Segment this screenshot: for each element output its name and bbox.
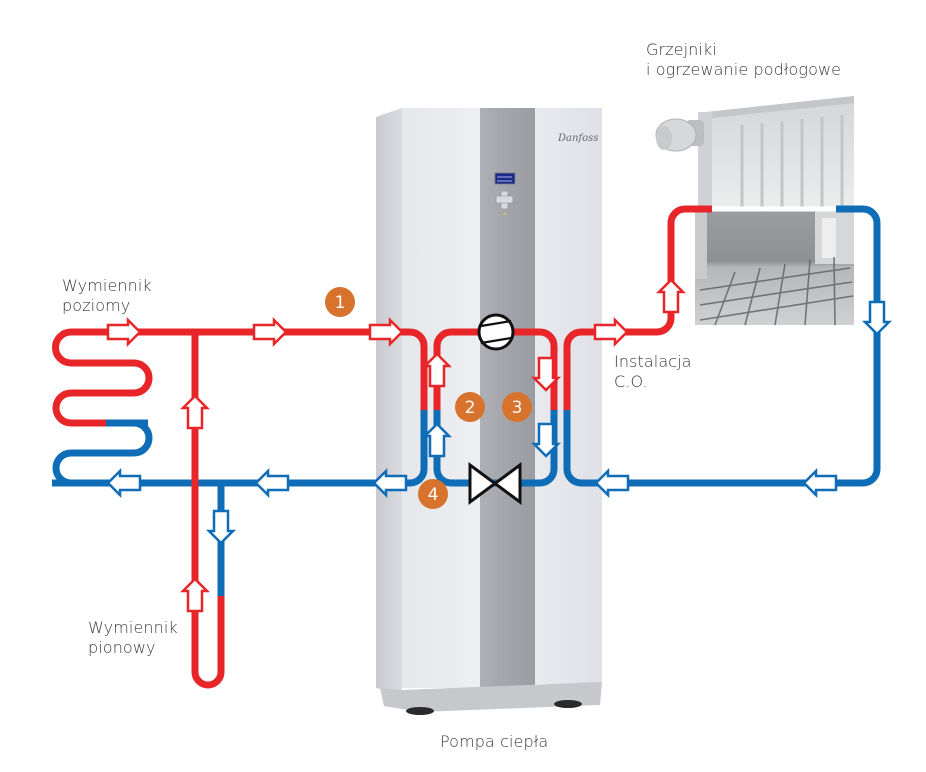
flow-arrow-left-icon <box>594 467 630 499</box>
label-radiators-line2: i ogrzewanie podłogowe <box>646 60 842 79</box>
expansion-valve-icon <box>468 462 522 505</box>
label-heat-pump: Pompa ciepła <box>440 732 548 752</box>
brand-logo: Danfoss <box>558 133 599 144</box>
thermostat-head-icon <box>655 118 704 152</box>
flow-arrow-left-icon <box>802 467 838 499</box>
floor-heating-photo <box>695 209 854 326</box>
label-vertical-line2: pionowy <box>88 638 156 657</box>
heat-pump-unit <box>376 108 602 715</box>
pump-control-buttons <box>495 190 514 210</box>
flow-arrow-right-icon <box>106 316 142 348</box>
flow-arrow-right-icon <box>252 316 288 348</box>
pump-status-led <box>503 212 507 216</box>
label-installation-line1: Instalacja <box>614 352 692 371</box>
label-vertical-exchanger: Wymiennik pionowy <box>88 618 178 658</box>
label-radiators-line1: Grzejniki <box>646 40 717 59</box>
flow-arrow-right-icon <box>593 316 629 348</box>
flow-arrow-left-icon <box>254 467 290 499</box>
badge-number: 3 <box>512 398 523 418</box>
badge-3: 3 <box>502 392 532 422</box>
badge-number: 4 <box>428 485 439 505</box>
pipe-heating-return <box>563 205 881 487</box>
flow-arrow-right-icon <box>368 316 404 348</box>
flow-arrow-up-icon <box>655 278 687 314</box>
pipe-serpentine-cold <box>52 419 153 487</box>
flow-arrow-up-icon <box>179 577 211 613</box>
pump-foot-right <box>554 700 582 708</box>
flow-arrow-up-icon <box>421 352 453 388</box>
pump-display-screen <box>494 172 516 185</box>
flow-arrow-up-icon <box>421 422 453 458</box>
label-horizontal-line1: Wymiennik <box>62 276 152 295</box>
flow-arrow-left-icon <box>372 467 408 499</box>
badge-2: 2 <box>455 392 485 422</box>
pipe-heating-supply <box>563 205 712 410</box>
pump-foot-left <box>406 707 434 715</box>
compressor-icon <box>477 313 515 351</box>
flow-arrow-down-icon <box>861 300 893 336</box>
label-installation-line2: C.O. <box>614 372 648 391</box>
flow-arrows <box>106 278 893 613</box>
radiator-photo <box>655 96 854 209</box>
pipe-vertical-hot <box>191 332 225 689</box>
flow-arrow-down-icon <box>205 509 237 545</box>
step-badges: 1 2 3 4 <box>325 287 532 509</box>
label-horizontal-exchanger: Wymiennik poziomy <box>62 276 152 316</box>
label-radiators: Grzejniki i ogrzewanie podłogowe <box>646 40 841 80</box>
flow-arrow-up-icon <box>179 394 211 430</box>
label-heat-pump-text: Pompa ciepła <box>440 732 549 751</box>
pump-base <box>380 682 602 712</box>
label-vertical-line1: Wymiennik <box>88 618 178 637</box>
flow-arrow-down-icon <box>530 422 562 458</box>
label-horizontal-line2: poziomy <box>62 296 131 315</box>
pipe-ground-cold <box>52 410 428 487</box>
flow-arrow-down-icon <box>530 356 562 392</box>
flow-arrow-left-icon <box>106 467 142 499</box>
pipe-network <box>52 205 881 689</box>
badge-4: 4 <box>418 479 448 509</box>
badge-1: 1 <box>325 287 355 317</box>
pipe-ground-hot <box>52 328 428 427</box>
badge-number: 1 <box>335 293 346 313</box>
label-heating-installation: Instalacja C.O. <box>614 352 692 392</box>
badge-number: 2 <box>465 398 476 418</box>
pump-side-panel <box>376 108 402 695</box>
